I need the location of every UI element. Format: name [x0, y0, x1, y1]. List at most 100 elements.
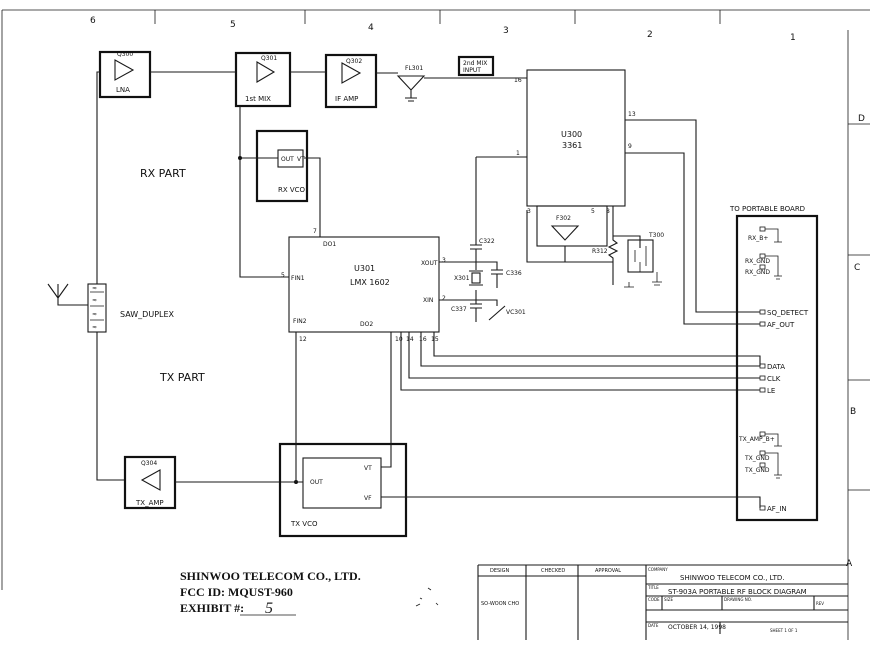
t300-coil	[634, 246, 647, 272]
tb-size-label: SIZE	[664, 597, 673, 602]
grid-row-c: C	[854, 263, 860, 273]
first-mix-label: 1st MIX	[245, 95, 271, 103]
q301-ref: Q301	[261, 55, 277, 62]
stamp-exhibit-label: EXHIBIT #:	[180, 601, 244, 615]
u300-pin-1: 1	[516, 150, 520, 157]
q304-ref: Q304	[141, 460, 157, 467]
u300-ref: U300	[561, 130, 582, 139]
saw-duplex-dividers	[90, 291, 104, 321]
r312-resistor	[607, 206, 619, 285]
f302-box	[536, 205, 608, 247]
c336-cap	[476, 261, 503, 288]
pin-clk	[759, 375, 766, 381]
u301-xout: XOUT	[421, 260, 438, 267]
u301-pin-7: 7	[313, 228, 317, 235]
fl301-ref: FL301	[405, 65, 423, 72]
tb-title-label: TITLE	[647, 585, 659, 590]
tb-company-label: COMPANY	[648, 567, 668, 572]
x301-plates	[469, 270, 483, 286]
rx-chain-wires	[150, 71, 527, 79]
rx-pin-grounds	[765, 228, 782, 280]
u301-pin-16: 16	[419, 336, 427, 343]
saw-glyph-2: ≈	[92, 297, 97, 304]
u300-part: 3361	[562, 141, 582, 150]
t300-ref: T300	[648, 232, 664, 239]
tb-sheet: SHEET 1 OF 1	[770, 628, 798, 633]
pin-sq-detect	[759, 309, 766, 315]
x301-ref: X301	[454, 275, 470, 282]
tb-date-label: DATE	[648, 623, 659, 628]
connector-box	[735, 214, 819, 522]
stamp-fcc-id: FCC ID: MQUST-960	[180, 585, 293, 599]
f302-ref: F302	[556, 215, 571, 222]
pin-label-rx-b-plus: RX_B+	[748, 235, 768, 242]
saw-duplex-label: SAW_DUPLEX	[120, 310, 175, 319]
title-block-grid	[477, 564, 848, 640]
lna-box	[98, 50, 152, 99]
control-bus-wires	[400, 332, 761, 391]
c322-cap	[470, 244, 482, 262]
antenna-symbol	[47, 283, 88, 306]
u301-xin: XIN	[423, 297, 433, 304]
c336-ref: C336	[506, 270, 522, 277]
pin-label-af-in: AF_IN	[767, 505, 787, 513]
u300-output-wires	[625, 119, 760, 325]
u300-pin-3: 3	[527, 208, 531, 215]
second-mix-line1: 2nd MIX	[463, 60, 487, 67]
tb-rev-label: REV	[816, 601, 824, 606]
pin-data	[759, 363, 766, 369]
first-mix-box	[234, 51, 292, 108]
fl301-filter-symbol	[396, 75, 426, 102]
grid-col-4: 4	[368, 23, 374, 33]
r312-ref: R312	[592, 248, 608, 255]
second-mix-input-box	[457, 55, 495, 77]
tb-company: SHINWOO TELECOM CO., LTD.	[680, 574, 784, 582]
antenna-feed-wires	[96, 71, 125, 481]
u300-pin-8: 8	[606, 208, 610, 215]
u301-ref: U301	[354, 264, 375, 273]
rx-part-label: RX PART	[140, 167, 186, 180]
tx-vco-wires	[295, 332, 761, 508]
scan-specks	[415, 587, 439, 607]
connector-title: TO PORTABLE BOARD	[729, 205, 805, 213]
tx-vco-box	[278, 442, 408, 538]
tb-approval-label: APPROVAL	[595, 568, 621, 574]
u300-pin-16: 16	[514, 77, 522, 84]
pin-label-tx-gnd-1: TX_GND	[744, 455, 770, 462]
if-amp-label: IF AMP	[335, 95, 358, 103]
u301-do1: DO1	[323, 241, 336, 248]
grid-col-3: 3	[503, 26, 509, 36]
u300-pin-9: 9	[628, 143, 632, 150]
pin-label-clk: CLK	[767, 375, 781, 383]
tb-designer: SO-WOON CHO	[481, 601, 519, 607]
second-mix-line2: INPUT	[463, 67, 481, 74]
rx-vco-junction	[238, 156, 242, 160]
tx-vco-inner	[302, 457, 382, 509]
tx-vco-label: TX VCO	[290, 520, 318, 528]
u301-do2: DO2	[360, 321, 373, 328]
u301-pin-10: 10	[395, 336, 403, 343]
u301-pin-5: 5	[281, 272, 285, 279]
saw-glyph-3: ≈	[92, 311, 97, 318]
pin-label-rx-gnd-1: RX_GND	[745, 258, 770, 265]
frame-ticks	[154, 10, 870, 491]
pin-label-af-out: AF_OUT	[767, 321, 795, 329]
tx-vco-vt-label: VT	[364, 465, 372, 472]
pin-af-out	[759, 321, 766, 327]
pin-label-rx-gnd-2: RX_GND	[745, 269, 770, 276]
u300-pin-13: 13	[628, 111, 636, 118]
u301-pin-14: 14	[406, 336, 414, 343]
mix-amp-triangle	[256, 61, 276, 83]
t300-transformer	[627, 239, 654, 273]
grid-row-b: B	[850, 407, 856, 417]
t300-ground	[624, 272, 662, 288]
lna-amp-triangle	[114, 59, 135, 81]
u301-fin2: FIN2	[293, 318, 307, 325]
tx-vco-vf-label: VF	[364, 495, 372, 502]
xtal-wires	[439, 156, 527, 301]
tx-amp-label: TX_AMP	[135, 499, 164, 507]
c337-ref: C337	[451, 306, 467, 313]
grid-row-d: D	[858, 114, 865, 124]
tb-title: ST-903A PORTABLE RF BLOCK DIAGRAM	[668, 588, 807, 596]
tx-part-label: TX PART	[159, 371, 205, 384]
